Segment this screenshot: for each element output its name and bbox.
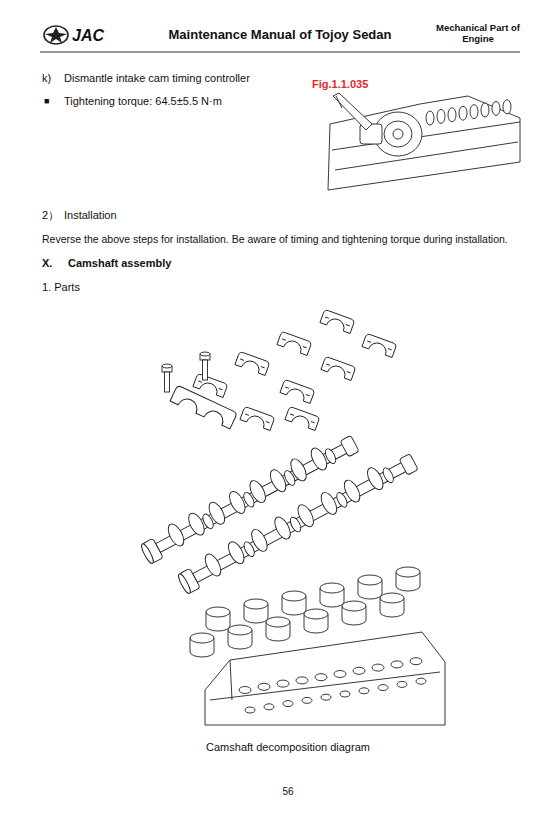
cam-lobe (426, 111, 434, 125)
valve-tappet (342, 601, 366, 625)
cam-lobe (448, 108, 456, 122)
camshaft (175, 448, 419, 594)
cam-lobe (459, 106, 467, 120)
tappet-bore (397, 681, 407, 687)
cap-bolt (162, 364, 172, 392)
camshaft-exploded-view (138, 309, 445, 725)
valve-tappet (228, 625, 252, 649)
bearing-cap (320, 309, 355, 333)
valve-tappet (380, 593, 404, 617)
header-rule (40, 52, 520, 53)
tappet-bore (296, 677, 308, 684)
cam-timing-figure (328, 93, 520, 190)
valve-tappet (266, 617, 290, 641)
tappet-bore (258, 683, 270, 690)
tappet-bore (410, 658, 422, 665)
bearing-cap (280, 379, 315, 403)
valve-tappet (304, 609, 328, 633)
bearing-cap (193, 373, 228, 397)
bearing-cap (235, 351, 270, 375)
bearing-cap (285, 406, 320, 430)
subsection-heading: 1. Parts (42, 281, 80, 294)
bearing-cap (362, 333, 397, 357)
tappet-bore (277, 680, 289, 687)
bearing-cap (321, 356, 356, 380)
tappet-bore (315, 674, 327, 681)
valve-tappet (244, 599, 268, 623)
valve-tappet (396, 567, 420, 591)
tappet-bore (340, 691, 350, 697)
section-header: Mechanical Part of Engine (430, 22, 526, 45)
cam-lobe (437, 109, 445, 123)
section-number: X. (42, 257, 52, 270)
bearing-cap (240, 406, 275, 430)
tappet-bore (245, 707, 255, 713)
tappet-bore (416, 678, 426, 684)
page-number: 56 (282, 786, 293, 798)
cam-lobe (481, 103, 489, 117)
bullet: ■ (44, 96, 49, 107)
tappet-bore (302, 697, 312, 703)
figure-caption: Camshaft decomposition diagram (206, 741, 370, 754)
tappet-bore (334, 671, 346, 678)
figure-number: Fig.1.1.035 (312, 78, 368, 91)
tappet-bore (378, 685, 388, 691)
cam-lobe (503, 100, 511, 114)
section-heading: Camshaft assembly (68, 257, 171, 270)
step-text: Dismantle intake cam timing controller (64, 72, 250, 85)
logo-emblem (44, 26, 68, 44)
bearing-cap (277, 331, 312, 355)
tappet-bore (391, 661, 403, 668)
page-title: Maintenance Manual of Tojoy Sedan (169, 27, 392, 43)
tappet-bore (283, 701, 293, 707)
step-heading: Installation (64, 209, 117, 222)
tappet-bore (239, 687, 251, 694)
tappet-bore (264, 704, 274, 710)
tappet-bore (353, 667, 365, 674)
instruction-text: Reverse the above steps for installation… (42, 233, 508, 246)
front-bearing-cap (170, 385, 237, 429)
cylinder-head-edge (210, 660, 440, 700)
cylinder-head (205, 632, 445, 725)
tappet-bore (359, 688, 369, 694)
valve-tappet (190, 633, 214, 657)
valve-tappet (206, 607, 230, 631)
cap-bolt (200, 352, 210, 380)
torque-spec: Tightening torque: 64.5±5.5 N·m (64, 95, 222, 108)
cam-lobe (470, 105, 478, 119)
cam-lobe (492, 101, 500, 115)
step-number: 2） (42, 209, 59, 222)
valve-tappet (320, 583, 344, 607)
valve-tappet (358, 575, 382, 599)
step-letter: k) (42, 72, 51, 85)
logo-text: JAC (72, 26, 104, 45)
tappet-bore (321, 694, 331, 700)
camshaft (138, 430, 360, 565)
valve-tappet (282, 591, 306, 615)
tappet-bore (372, 664, 384, 671)
